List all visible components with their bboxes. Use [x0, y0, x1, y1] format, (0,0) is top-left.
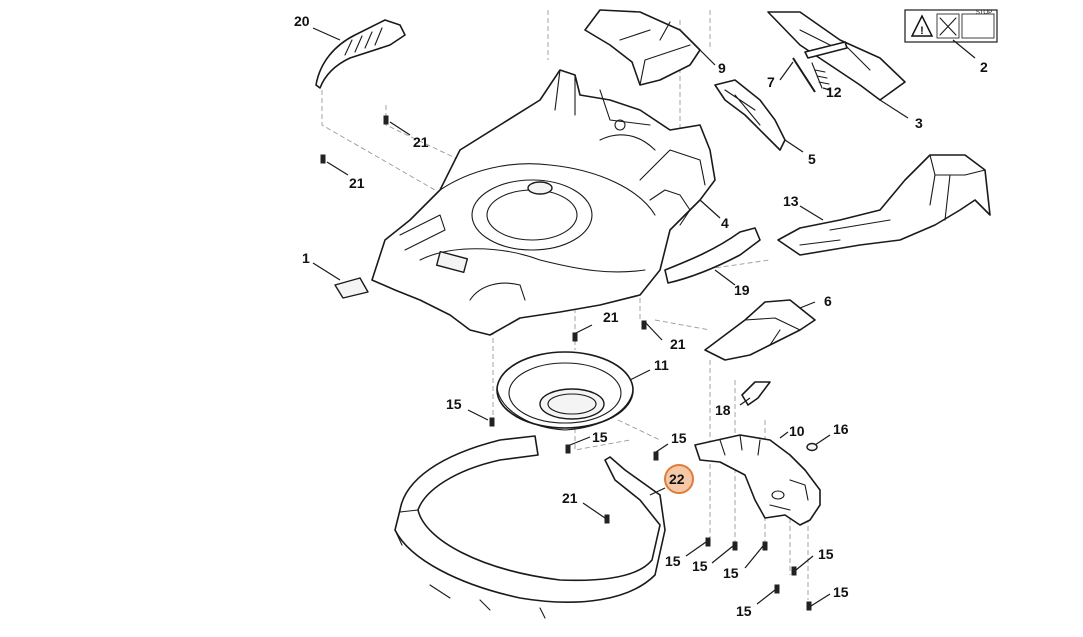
callout-15-e: 15 [692, 558, 708, 574]
part-6-deflector [704, 299, 816, 361]
screw-15-d [705, 537, 711, 547]
part-10-side-housing [694, 434, 821, 526]
callout-15-h: 15 [818, 546, 834, 562]
part-13-discharge-chute [777, 154, 991, 256]
callout-13: 13 [783, 193, 799, 209]
callout-numbers: 20 9 7 12 2 3 21 21 5 13 4 1 19 6 21 21 … [294, 13, 988, 619]
callout-9: 9 [718, 60, 726, 76]
part-2-warning-label: ! STOP [904, 9, 998, 43]
callout-15-i: 15 [833, 584, 849, 600]
screw-15-g [774, 584, 780, 594]
callout-20: 20 [294, 13, 310, 29]
screw-15-b [565, 444, 571, 454]
callout-12: 12 [826, 84, 842, 100]
part-9-upper-cover [584, 9, 701, 86]
mower-deck-housing [371, 69, 716, 336]
callout-3: 3 [915, 115, 923, 131]
callout-6: 6 [824, 293, 832, 309]
callout-15-d: 15 [665, 553, 681, 569]
callout-21-a: 21 [413, 134, 429, 150]
screw-15-f [762, 541, 768, 551]
callout-15-c: 15 [671, 430, 687, 446]
callout-5: 5 [808, 151, 816, 167]
screw-15-a [489, 417, 495, 427]
screw-15-h [791, 566, 797, 576]
callout-16: 16 [833, 421, 849, 437]
callout-21-b: 21 [349, 175, 365, 191]
callout-21-c: 21 [603, 309, 619, 325]
part-22-skirt-band [394, 435, 666, 619]
screw-21-b [320, 154, 326, 164]
part-16-washer [806, 442, 818, 452]
screw-15-i [806, 601, 812, 611]
callout-15-b: 15 [592, 429, 608, 445]
callout-18: 18 [715, 402, 731, 418]
callout-15-g: 15 [736, 603, 752, 619]
part-1-label-plate [334, 277, 369, 299]
callout-22-highlight [664, 464, 694, 494]
callout-7: 7 [767, 74, 775, 90]
part-11-baffle-ring [496, 351, 634, 431]
screw-21-a [383, 115, 389, 125]
callout-21-d: 21 [670, 336, 686, 352]
callout-21-e: 21 [562, 490, 578, 506]
callout-19: 19 [734, 282, 750, 298]
screw-21-e [604, 514, 610, 524]
screw-21-c [572, 332, 578, 342]
sticker-text: STOP [976, 10, 992, 16]
callout-15-f: 15 [723, 565, 739, 581]
screw-15-e [732, 541, 738, 551]
callout-1: 1 [302, 250, 310, 266]
part-20-rear-flap [315, 19, 406, 89]
part-19-trim-strip [664, 227, 761, 284]
callout-2: 2 [980, 59, 988, 75]
leader-lines [312, 27, 976, 607]
callout-15-a: 15 [446, 396, 462, 412]
callout-22: 22 [669, 471, 685, 487]
part-12-spring-pin [804, 41, 848, 89]
callout-10: 10 [789, 423, 805, 439]
part-5-bracket [714, 79, 786, 151]
callout-11: 11 [654, 357, 669, 373]
part-7-pin [792, 57, 816, 93]
callout-4: 4 [721, 215, 729, 231]
svg-text:!: ! [920, 25, 924, 37]
screw-15-c [653, 451, 659, 461]
part-18-clip [741, 381, 771, 406]
